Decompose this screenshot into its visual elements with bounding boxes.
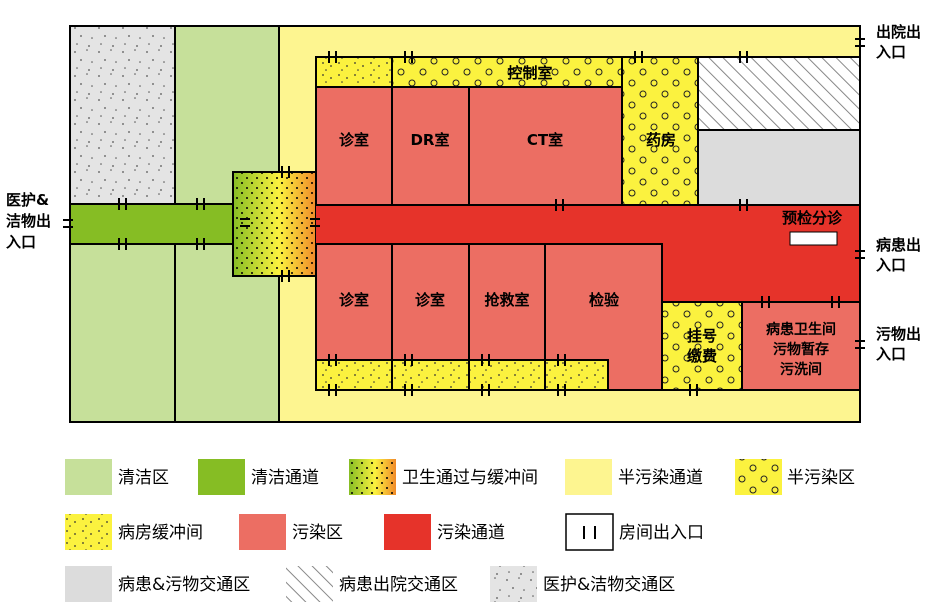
legend-swatch-door [565, 513, 614, 551]
legend-swatch-discharge [286, 566, 333, 602]
registration-label-1: 挂号 [687, 327, 717, 345]
legend-label-semi-passage: 半污染通道 [618, 468, 703, 488]
dirty-entrance-label-2: 入口 [876, 345, 906, 363]
legend-label-clean-zone: 清洁区 [118, 468, 169, 488]
ward-buffer-bottom-2 [391, 359, 470, 391]
control-room-label: 控制室 [507, 64, 552, 82]
ct-room-label: CT室 [527, 131, 563, 149]
legend-swatch-patient-dirty [65, 566, 112, 602]
legend: 清洁区 清洁通道 卫生通过与缓冲间 半污染通道 半污染区 病房缓冲间 污染区 污… [65, 459, 855, 602]
discharge-entrance-label-1: 出院出 [876, 23, 921, 41]
patient-dirty-traffic-area [697, 129, 861, 206]
legend-label-semi-zone: 半污染区 [787, 468, 855, 488]
legend-swatch-clean-passage [198, 459, 245, 495]
legend-swatch-semi-zone [735, 459, 782, 495]
staff-entrance-label-1: 医护& [6, 191, 49, 209]
ward-buffer-bottom-1 [315, 359, 393, 391]
discharge-traffic-area [697, 56, 861, 131]
ward-buffer-top-1 [315, 56, 393, 88]
legend-swatch-contam-passage [384, 514, 431, 550]
legend-door-icon [583, 526, 596, 539]
registration-label-2: 缴费 [687, 347, 717, 365]
legend-swatch-contam-zone [239, 514, 286, 550]
clinic-3-label: 诊室 [415, 291, 445, 309]
patient-entrance-label-1: 病患出 [876, 236, 921, 254]
staff-entrance-label-2: 洁物出 [6, 212, 51, 230]
clean-passage [69, 203, 234, 245]
legend-label-patient-dirty: 病患&污物交通区 [118, 575, 250, 595]
clean-zone-bottom-left [69, 243, 176, 423]
legend-swatch-staff-area [490, 566, 537, 602]
clinic-2-label: 诊室 [339, 291, 369, 309]
legend-label-staff-area: 医护&洁物交通区 [543, 575, 675, 595]
contaminated-passage-right [662, 205, 860, 302]
legend-swatch-clean-zone [65, 459, 112, 495]
clinic-room-1 [315, 86, 393, 206]
legend-label-door: 房间出入口 [619, 523, 704, 543]
pharmacy-label: 药房 [646, 131, 676, 149]
clinic-1-label: 诊室 [339, 131, 369, 149]
wc-label-1: 病患卫生间 [766, 321, 836, 338]
legend-swatch-buffer-dots [349, 459, 396, 495]
legend-label-contam-zone: 污染区 [292, 523, 343, 543]
registration [661, 301, 743, 391]
triage-label: 预检分诊 [782, 209, 843, 227]
triage-desk [789, 231, 838, 246]
wc-label-3: 污洗间 [780, 361, 822, 378]
ct-room [468, 86, 623, 206]
discharge-entrance-label-2: 入口 [876, 43, 906, 61]
staff-entrance-label-3: 入口 [6, 233, 36, 251]
clinic-room-3 [391, 243, 470, 361]
wc-label-2: 污物暂存 [773, 341, 829, 358]
staff-traffic-area [69, 25, 176, 205]
dr-room-label: DR室 [410, 131, 449, 149]
entrance-ticks [63, 38, 865, 349]
ward-buffer-bottom-3 [468, 359, 546, 391]
rescue-room-label: 抢救室 [484, 291, 529, 309]
patient-entrance-label-2: 入口 [876, 256, 906, 274]
lab-label: 检验 [589, 291, 620, 309]
legend-label-clean-passage: 清洁通道 [251, 468, 319, 488]
legend-label-ward-buffer: 病房缓冲间 [118, 523, 203, 543]
room-doors [118, 51, 840, 396]
legend-label-discharge: 病患出院交通区 [339, 575, 458, 595]
legend-label-contam-passage: 污染通道 [437, 523, 505, 543]
ward-buffer-bottom-4 [544, 359, 609, 391]
dirty-entrance-label-1: 污物出 [876, 325, 921, 343]
legend-swatch-ward-buffer [65, 514, 112, 550]
legend-label-buffer: 卫生通过与缓冲间 [402, 468, 538, 488]
patient-wc [741, 301, 861, 391]
legend-swatch-semi-passage [565, 459, 612, 495]
sanitary-buffer-dots [233, 172, 316, 276]
